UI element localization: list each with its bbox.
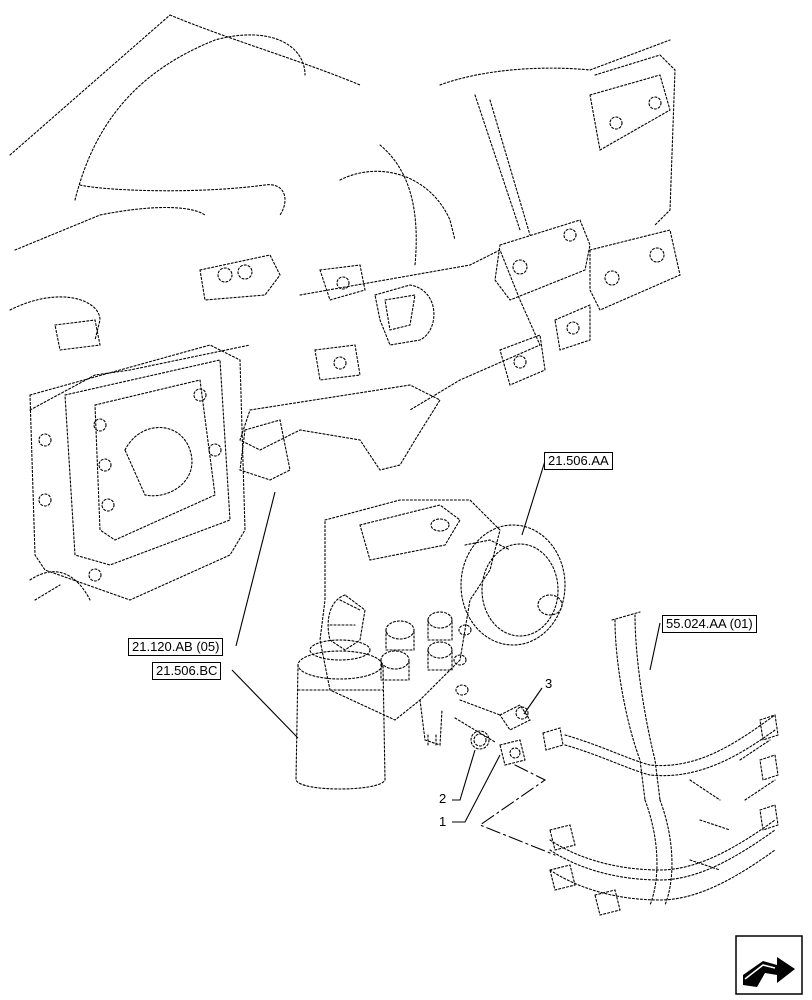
lift-cover-plate [29, 344, 246, 601]
ref-55-024-aa-label[interactable]: 55.024.AA (01) [662, 615, 757, 633]
transmission-housing-outline [9, 14, 681, 481]
leader-item-1 [452, 754, 501, 823]
next-page-button[interactable] [735, 935, 803, 995]
callout-item-3: 3 [545, 676, 553, 691]
callout-item-1: 1 [439, 814, 447, 829]
ref-21-506-aa-label[interactable]: 21.506.AA [544, 452, 613, 470]
leader-21-120-AB [235, 491, 276, 647]
leader-item-2 [452, 749, 476, 801]
sensor-parts [454, 699, 564, 766]
leader-item-3 [523, 687, 543, 715]
ref-21-506-bc-label[interactable]: 21.506.BC [152, 662, 222, 680]
valve-block-assembly [319, 499, 566, 746]
leader-21-506-AA [521, 460, 546, 536]
leader-21-506-BC [231, 669, 299, 739]
callout-item-2: 2 [439, 791, 447, 806]
leader-55-024-AA [649, 622, 661, 671]
wiring-harness [549, 611, 779, 916]
next-page-arrow-icon [735, 935, 803, 995]
ref-21-120-ab-label[interactable]: 21.120.AB (05) [128, 638, 224, 656]
filter-canister [295, 639, 386, 790]
connection-line [478, 764, 556, 856]
